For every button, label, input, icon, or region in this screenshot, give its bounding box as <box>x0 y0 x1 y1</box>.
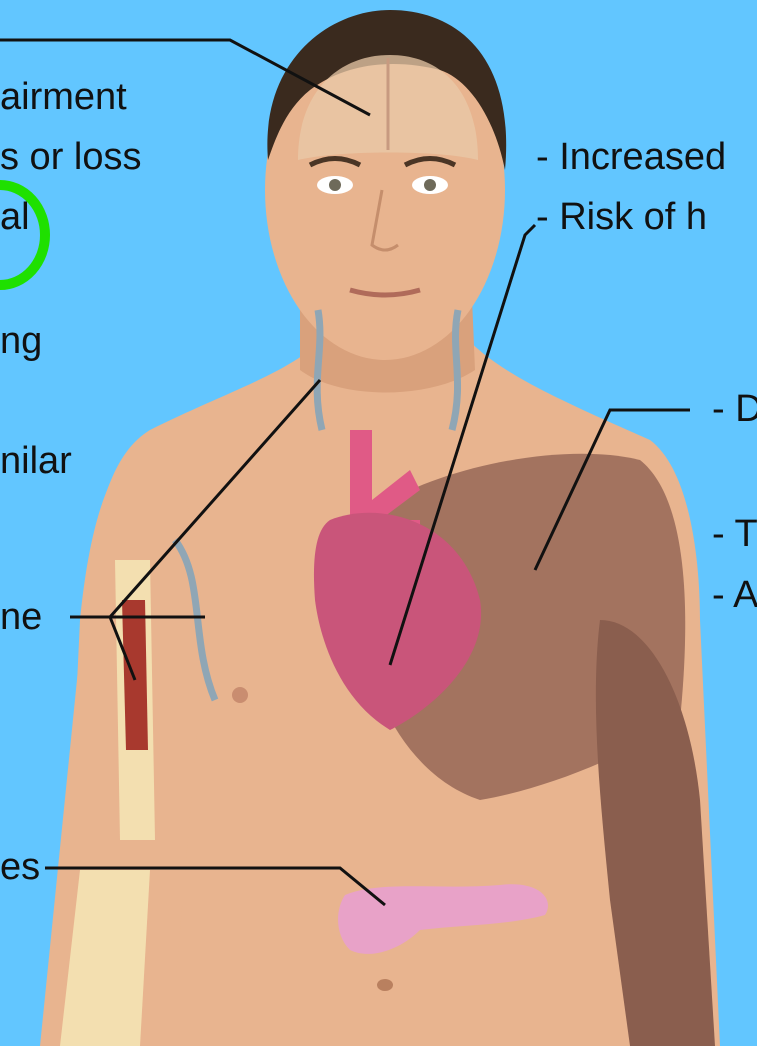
label-muscle-d: - D <box>712 390 757 428</box>
label-loss: s or loss <box>0 138 141 176</box>
label-pancreas: es <box>0 848 40 886</box>
label-ng: ng <box>0 322 42 360</box>
nipple <box>232 687 248 703</box>
left-iris <box>329 179 341 191</box>
label-risk: - Risk of h <box>536 198 707 236</box>
label-similar: nilar <box>0 442 72 480</box>
right-iris <box>424 179 436 191</box>
bone-marrow <box>122 600 148 750</box>
label-circled: al <box>0 198 30 236</box>
navel <box>377 979 393 991</box>
lymph-node-left <box>317 310 322 430</box>
label-muscle-a: - A <box>712 576 757 614</box>
label-increased: - Increased <box>536 138 726 176</box>
label-muscle-t: - T <box>712 515 757 553</box>
label-impairment: airment <box>0 78 127 116</box>
label-bone: ne <box>0 598 42 636</box>
